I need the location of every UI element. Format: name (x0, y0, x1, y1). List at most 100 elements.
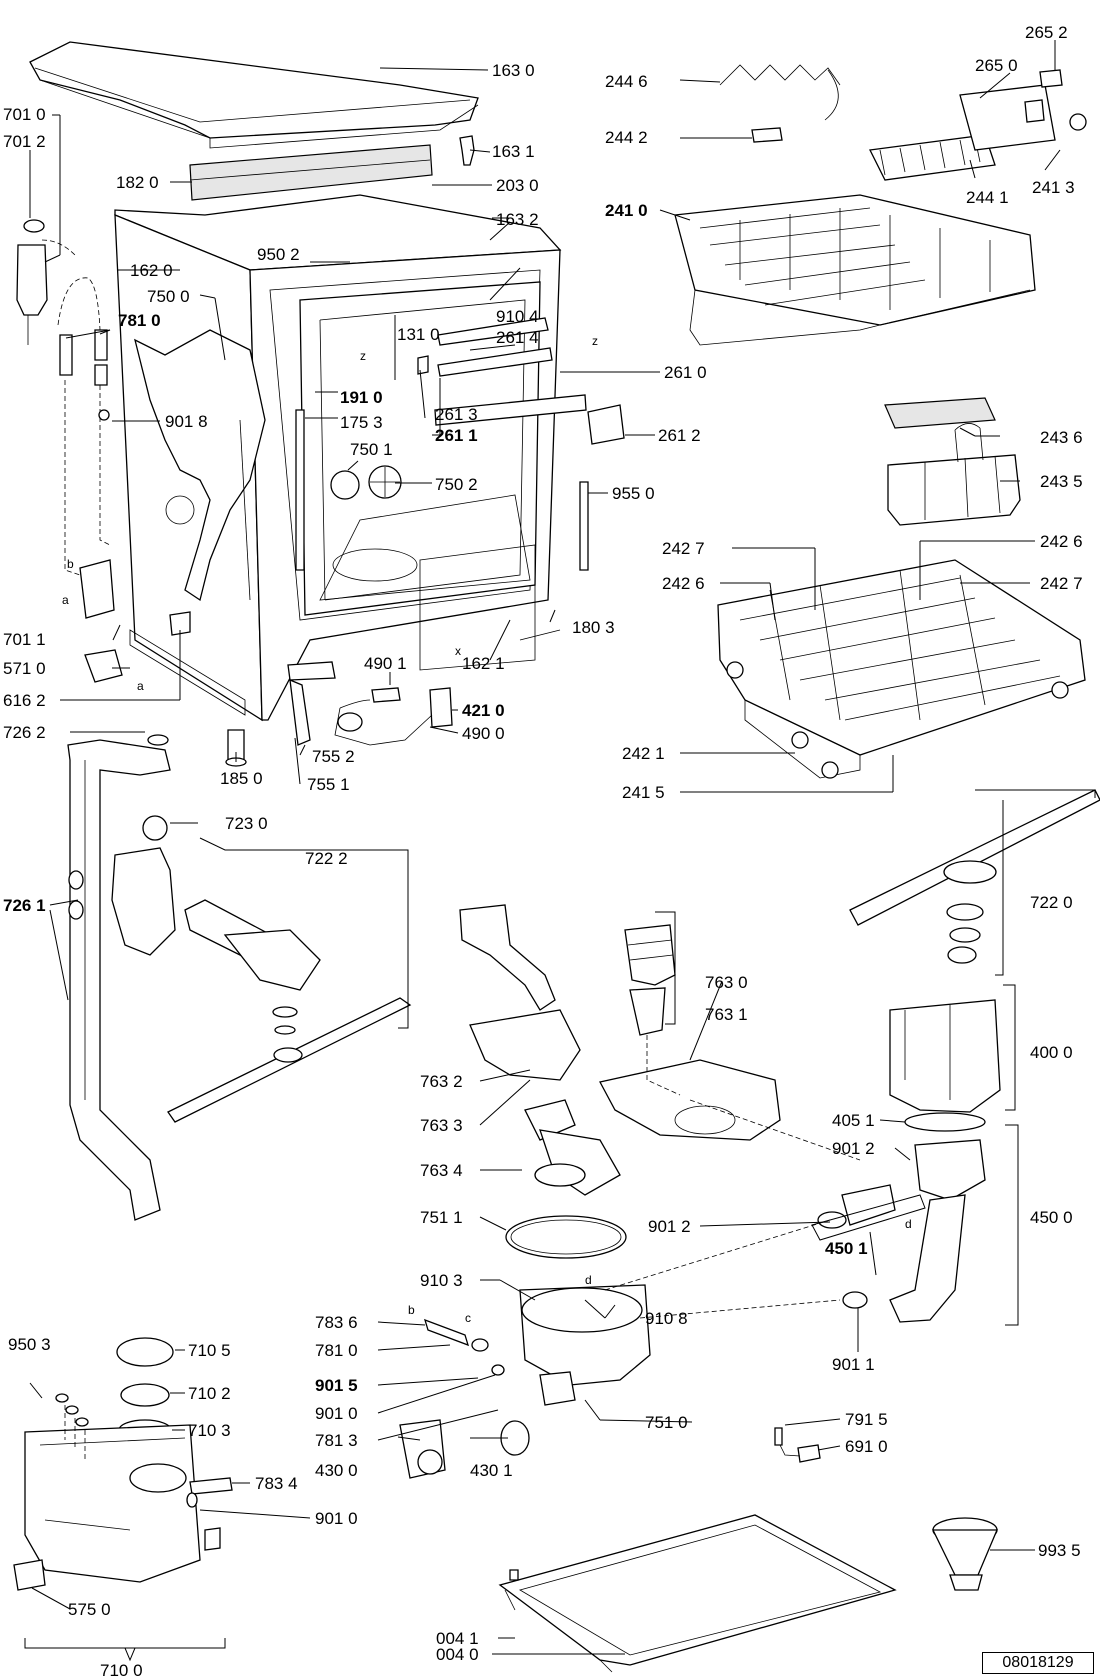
callout: 243 6 (1040, 428, 1083, 447)
callout: 244 6 (605, 72, 648, 91)
callout: 242 7 (1040, 574, 1083, 593)
cutlery-basket (884, 397, 1021, 526)
callout: 901 5 (315, 1376, 358, 1395)
sump-pipe-parts (459, 904, 627, 1259)
callout: 405 1 (832, 1111, 875, 1130)
callout: 781 3 (315, 1431, 358, 1450)
callout: 242 6 (662, 574, 705, 593)
connector-letter: c (465, 1311, 471, 1325)
callout: 901 8 (165, 412, 208, 431)
connector-letter: z (360, 349, 366, 363)
callout: 450 0 (1030, 1208, 1073, 1227)
callout: 726 2 (3, 723, 46, 742)
door-seal-frame (134, 329, 266, 602)
callout: 783 4 (255, 1474, 298, 1493)
callout: 185 0 (220, 769, 263, 788)
callout: 910 8 (645, 1309, 688, 1328)
group-brackets (24, 789, 1096, 1662)
upper-spray-arm (849, 789, 1100, 964)
lower-spray-arm-group (111, 815, 412, 1123)
callout: 791 5 (845, 1410, 888, 1429)
upper-basket-accessories (719, 64, 1087, 181)
callout: 723 0 (225, 814, 268, 833)
spray-arm-feed-pipe (67, 734, 171, 1221)
callout: 901 2 (832, 1139, 875, 1158)
callout: 910 4 (496, 307, 539, 326)
filter-assembly (599, 924, 781, 1141)
lower-basket (717, 559, 1086, 779)
callout: 242 6 (1040, 532, 1083, 551)
callout: 955 0 (612, 484, 655, 503)
connector-letters: a b a b c d d x z z (62, 334, 912, 1325)
callout: 710 3 (188, 1421, 231, 1440)
callout: 241 0 (605, 201, 648, 220)
callout: 175 3 (340, 413, 383, 432)
callout: 261 4 (496, 328, 539, 347)
callout: 430 1 (470, 1461, 513, 1480)
callout: 901 0 (315, 1509, 358, 1528)
callout: 763 0 (705, 973, 748, 992)
callout: 244 2 (605, 128, 648, 147)
callout: 243 5 (1040, 472, 1083, 491)
callout: 701 2 (3, 132, 46, 151)
connector-letter: a (137, 679, 144, 693)
callout: 763 3 (420, 1116, 463, 1135)
sump-small-parts (424, 1318, 505, 1376)
callout: 242 7 (662, 539, 705, 558)
callout: 710 2 (188, 1384, 231, 1403)
upper-basket (674, 194, 1036, 346)
callout: 261 2 (658, 426, 701, 445)
callout: 755 1 (307, 775, 350, 794)
circulation-pump (889, 999, 1001, 1132)
connector-letter: x (455, 644, 461, 658)
cabinet-foot (225, 729, 247, 767)
callout: 191 0 (340, 388, 383, 407)
connector-letter: z (592, 334, 598, 348)
door-spring-bracket (79, 559, 191, 683)
callout: 162 1 (462, 654, 505, 673)
heater-hose-assembly (604, 1099, 986, 1323)
callout: 751 0 (645, 1413, 688, 1432)
worktop-lid (29, 41, 479, 149)
callout: 131 0 (397, 325, 440, 344)
callout: 763 4 (420, 1161, 463, 1180)
leader-lines (29, 40, 1061, 1655)
callout: 910 3 (420, 1271, 463, 1290)
callout: 616 2 (3, 691, 46, 710)
callout: 901 2 (648, 1217, 691, 1236)
callout: 490 0 (462, 724, 505, 743)
callout: 763 1 (705, 1005, 748, 1024)
connector-letter: d (585, 1273, 592, 1287)
insulation-strip (189, 144, 433, 201)
callout: 950 3 (8, 1335, 51, 1354)
callout: 901 1 (832, 1355, 875, 1374)
rail-parts (295, 317, 625, 571)
callout: 750 1 (350, 440, 393, 459)
callout: 993 5 (1038, 1541, 1081, 1560)
level-sensor (774, 1427, 821, 1463)
callout: 241 3 (1032, 178, 1075, 197)
connector-letter: a (62, 593, 69, 607)
callout-labels: 163 0 163 1 182 0 203 0 163 2 701 0 701 … (3, 23, 1083, 1680)
callout: 710 0 (100, 1661, 143, 1680)
callout: 722 0 (1030, 893, 1073, 912)
callout: 950 2 (257, 245, 300, 264)
connector-letter: d (905, 1217, 912, 1231)
callout: 571 0 (3, 659, 46, 678)
callout: 490 1 (364, 654, 407, 673)
callout: 781 0 (118, 311, 161, 330)
callout: 261 0 (664, 363, 707, 382)
document-number: 08018129 (982, 1652, 1094, 1674)
callout: 691 0 (845, 1437, 888, 1456)
callout: 261 1 (435, 426, 478, 445)
callout: 400 0 (1030, 1043, 1073, 1062)
hinge-clip-1631 (459, 135, 475, 166)
connector-letter: b (67, 557, 74, 571)
callout: 241 5 (622, 783, 665, 802)
callout: 265 2 (1025, 23, 1068, 42)
callout: 750 2 (435, 475, 478, 494)
water-softener (13, 1337, 233, 1591)
float-switch-cable (334, 687, 453, 746)
callout: 242 1 (622, 744, 665, 763)
